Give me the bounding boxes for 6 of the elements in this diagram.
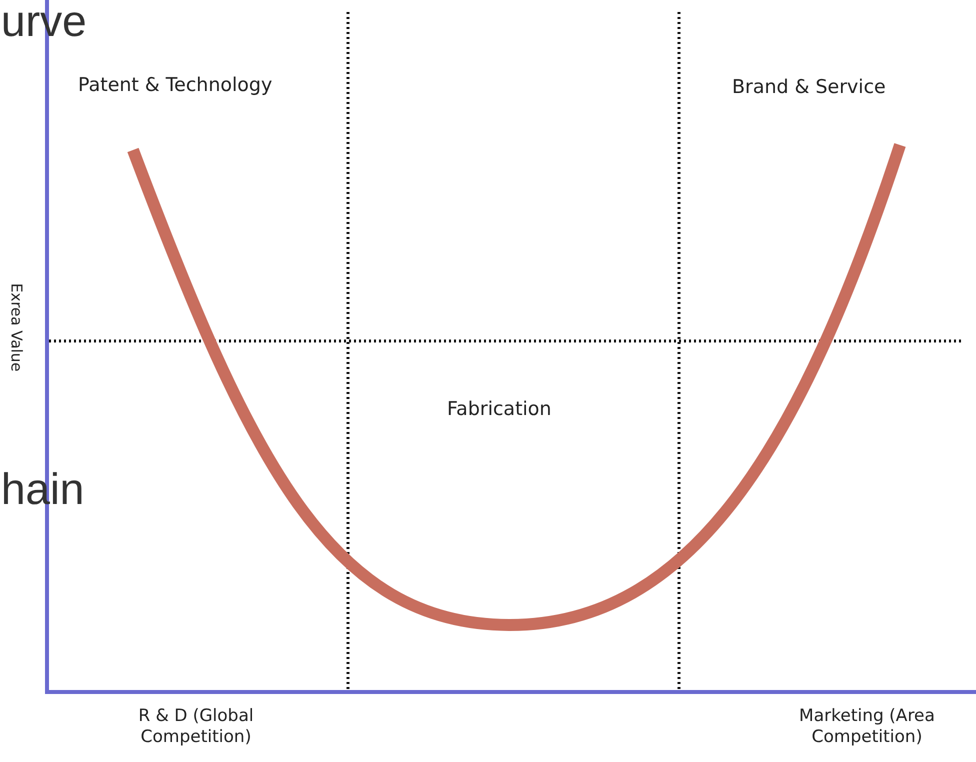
- stage-label: R & D (Global Competition): [137, 706, 255, 748]
- region-label: Brand & Service: [732, 76, 886, 100]
- region-label: Fabrication: [447, 398, 552, 422]
- stage-label: Marketing (Area Competition): [798, 706, 936, 748]
- axis-label: Exrea Value: [6, 283, 26, 372]
- region-label: Patent & Technology: [78, 74, 272, 98]
